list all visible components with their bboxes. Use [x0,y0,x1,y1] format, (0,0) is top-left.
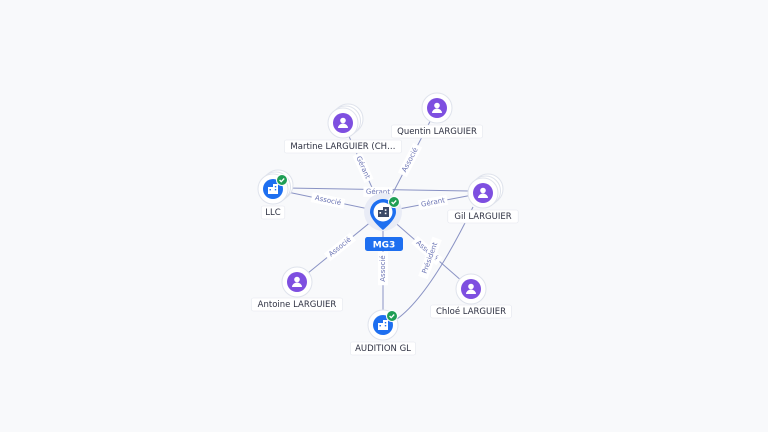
person-icon [478,187,488,198]
node-martine[interactable]: Martine LARGUIER (CH… [284,103,402,154]
node-label-bg [350,341,416,356]
node-label: AUDITION GL [355,344,411,354]
person-icon [466,283,476,294]
node-label: Antoine LARGUIER [258,300,337,310]
center-label: MG3 [373,241,396,251]
node-label: Martine LARGUIER (CH… [290,142,395,152]
verified-check-icon [386,310,398,322]
edge-line [396,206,474,320]
node-label: Gil LARGUIER [454,212,511,222]
node-label: LLC [265,208,280,218]
person-icon [338,117,348,128]
node-gil[interactable]: Gil LARGUIER [447,173,519,224]
node-label-bg [260,205,286,220]
edge-llc-center: Associé [272,188,384,213]
building-icon [268,184,278,194]
node-label: Chloé LARGUIER [436,306,506,317]
nodes-layer: Martine LARGUIER (CH…Quentin LARGUIER LLC… [251,92,519,356]
edge-label: Gérant [354,155,371,180]
edge-label: Gérant [366,188,390,196]
edge-label: Associé [327,236,353,259]
person-icon [292,276,302,287]
node-chloe[interactable]: Chloé LARGUIER [430,273,512,319]
node-label-bg [430,304,512,319]
node-label-bg [391,124,483,139]
node-antoine[interactable]: Antoine LARGUIER [251,266,343,312]
center-tag [365,237,403,251]
center-node[interactable]: MG3 [364,193,403,251]
person-icon [432,102,442,113]
building-icon [378,207,389,217]
edge-label: Associé [379,255,387,281]
node-quentin[interactable]: Quentin LARGUIER [391,92,483,139]
node-llc[interactable]: LLC [257,169,294,220]
node-label-bg [447,209,519,224]
node-audition[interactable]: AUDITION GL [350,309,416,356]
node-label: Quentin LARGUIER [397,127,477,137]
node-label-bg [251,297,343,312]
building-icon [378,320,388,330]
node-label-bg [284,139,402,154]
verified-check-icon [276,174,288,186]
